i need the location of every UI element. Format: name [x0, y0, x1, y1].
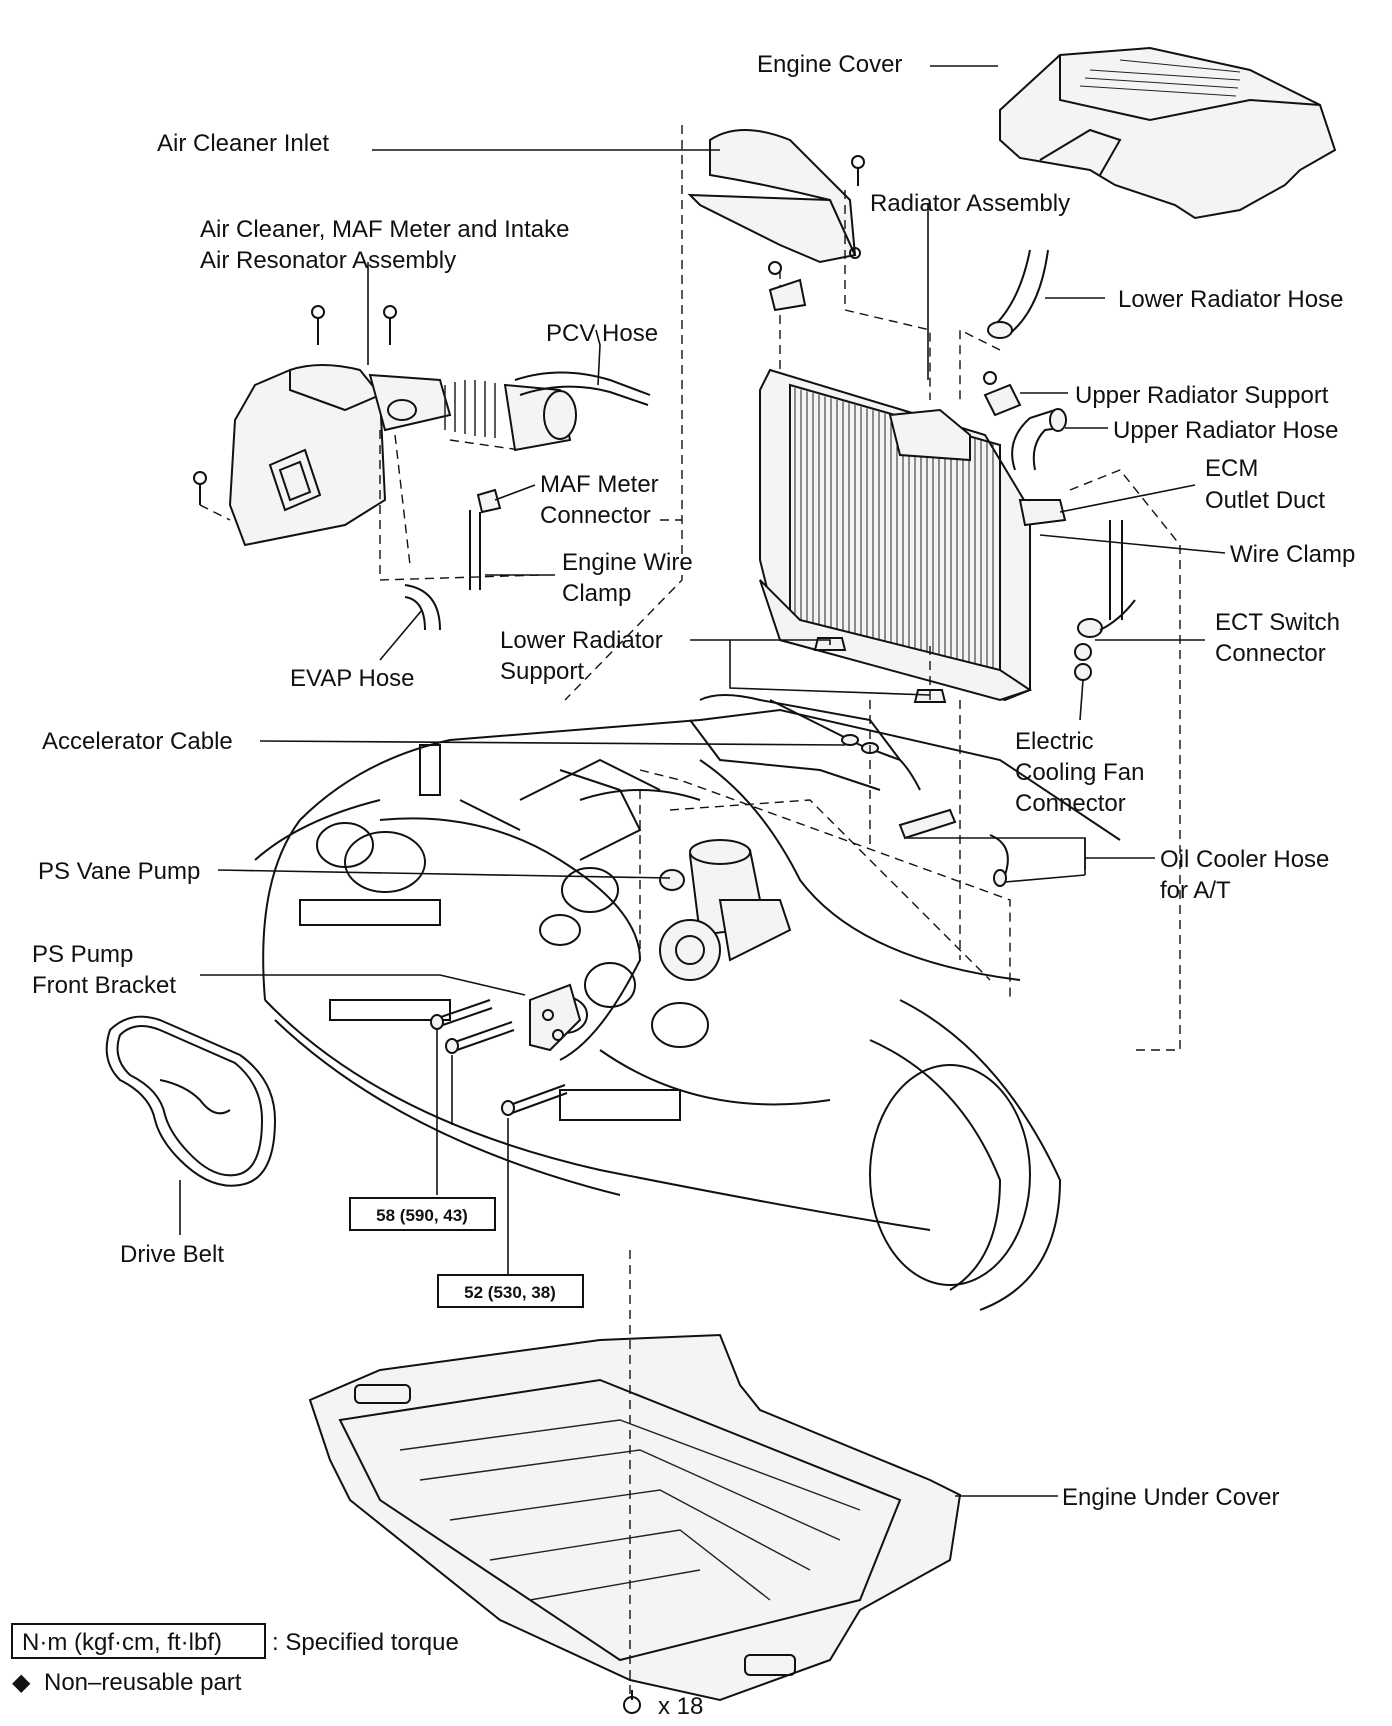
label-lower-radiator-hose: Lower Radiator Hose: [1118, 286, 1343, 313]
label-fan-line1: Electric: [1015, 728, 1094, 755]
bolt-count: x 18: [658, 1693, 703, 1720]
oil-cooler-hose-part: [898, 808, 1009, 887]
evap-hose-part: [404, 584, 441, 631]
label-pcv-hose: PCV Hose: [546, 320, 658, 347]
label-wire-clamp: Wire Clamp: [1230, 541, 1355, 568]
engine-cover-part: [999, 46, 1337, 220]
upper-radiator-hose-part: [1011, 408, 1067, 471]
ps-vane-pump-part: [659, 839, 792, 981]
torque-spec-2: 52 (530, 38): [464, 1283, 556, 1302]
label-upper-radiator-hose: Upper Radiator Hose: [1113, 417, 1338, 444]
label-ps-vane-pump: PS Vane Pump: [38, 858, 200, 885]
fan-connector-part: [1074, 643, 1092, 681]
label-accelerator-cable: Accelerator Cable: [42, 728, 233, 755]
upper-radiator-support-part: [983, 371, 1022, 417]
air-cleaner-assembly-part: [228, 364, 651, 547]
label-oil-cooler-line1: Oil Cooler Hose: [1160, 846, 1329, 873]
legend: N·m (kgf·cm, ft·lbf) : Specified torque …: [11, 1623, 703, 1720]
label-evap-hose: EVAP Hose: [290, 665, 415, 692]
label-engine-wire-line1: Engine Wire: [562, 549, 693, 576]
legend-non-reusable: Non–reusable part: [44, 1669, 242, 1696]
legend-diamond-icon: ◆: [12, 1669, 31, 1696]
lower-radiator-hose-part: [987, 249, 1049, 339]
label-maf-line1: MAF Meter: [540, 471, 659, 498]
bolt-icon: [193, 471, 207, 505]
radiator-assembly-part: [759, 368, 1033, 702]
torque-spec-box-1: 58 (590, 43): [349, 1197, 496, 1231]
legend-torque-desc: : Specified torque: [272, 1629, 459, 1656]
air-cleaner-inlet-part: [687, 129, 861, 264]
label-oil-cooler-line2: for A/T: [1160, 877, 1231, 904]
bolt-icon: [623, 1690, 641, 1714]
label-ecm-line1: ECM: [1205, 455, 1258, 482]
label-drive-belt: Drive Belt: [120, 1241, 224, 1268]
bolt-icon: [383, 305, 397, 345]
engine-block: [459, 694, 901, 1048]
legend-torque-unit: N·m (kgf·cm, ft·lbf): [22, 1629, 222, 1656]
label-ect-line1: ECT Switch: [1215, 609, 1340, 636]
label-lower-support-line1: Lower Radiator: [500, 627, 663, 654]
label-fan-line3: Connector: [1015, 790, 1126, 817]
label-air-cleaner-assembly-line1: Air Cleaner, MAF Meter and Intake: [200, 216, 570, 243]
label-air-cleaner-inlet: Air Cleaner Inlet: [157, 130, 329, 157]
label-ecm-line2: Outlet Duct: [1205, 487, 1325, 514]
engine-under-cover-part: [308, 1333, 962, 1702]
label-ect-line2: Connector: [1215, 640, 1326, 667]
label-engine-wire-line2: Clamp: [562, 580, 631, 607]
upper-bracket-part: [768, 261, 807, 312]
ect-connector-part: [1077, 599, 1136, 638]
label-engine-cover: Engine Cover: [757, 51, 902, 78]
label-upper-radiator-support: Upper Radiator Support: [1075, 382, 1329, 409]
bolt-icon: [501, 1084, 568, 1116]
ecm-outlet-duct-part: [1018, 499, 1067, 527]
ps-pump-bracket-part: [529, 983, 582, 1052]
vehicle-body: [254, 708, 1121, 1311]
drive-belt-part: [105, 1015, 277, 1187]
label-air-cleaner-assembly-line2: Air Resonator Assembly: [200, 247, 456, 274]
bolt-icon: [445, 1021, 515, 1054]
accelerator-cable-part: [769, 699, 921, 791]
label-lower-support-line2: Support: [500, 658, 584, 685]
bolt-icon: [430, 999, 493, 1030]
torque-spec-1: 58 (590, 43): [376, 1206, 468, 1225]
label-maf-line2: Connector: [540, 502, 651, 529]
label-fan-line2: Cooling Fan: [1015, 759, 1144, 786]
label-ps-bracket-line1: PS Pump: [32, 941, 133, 968]
bolt-icon: [851, 155, 865, 169]
label-engine-under-cover: Engine Under Cover: [1062, 1484, 1279, 1511]
label-ps-bracket-line2: Front Bracket: [32, 972, 176, 999]
label-radiator-assembly: Radiator Assembly: [870, 190, 1070, 217]
torque-spec-box-2: 52 (530, 38): [437, 1274, 584, 1308]
bolt-icon: [311, 305, 325, 345]
